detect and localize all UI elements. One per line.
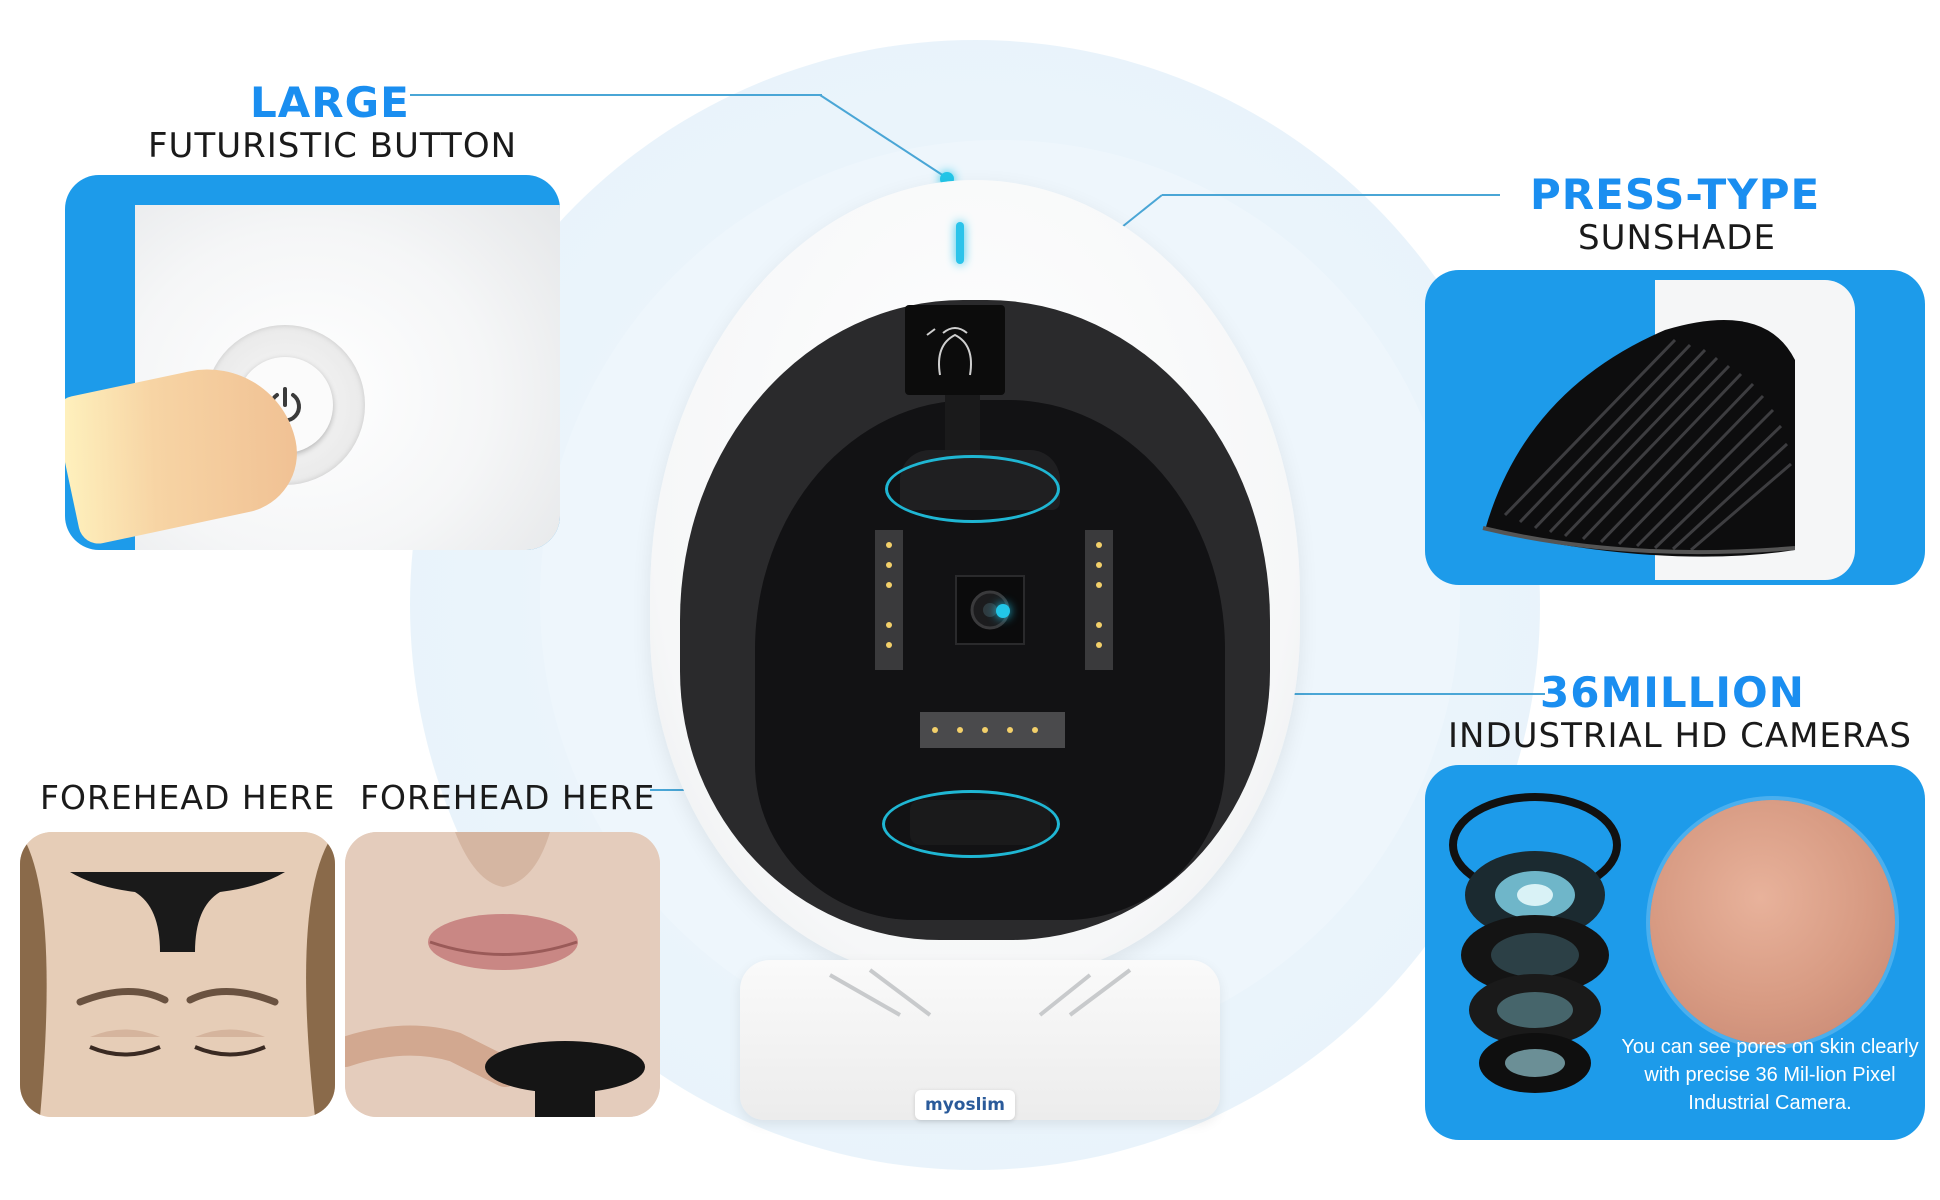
- button-callout-title: LARGE: [250, 78, 410, 127]
- sunshade-icon: [1482, 320, 1795, 557]
- chin-photo-right: [345, 832, 660, 1117]
- connector-button-h: [410, 94, 822, 96]
- forehead-label-left: FOREHEAD HERE: [40, 778, 336, 817]
- face-guide-badge: [905, 305, 1005, 395]
- sunshade-callout-subtitle: SUNSHADE: [1578, 218, 1776, 258]
- camera-center-dot: [996, 604, 1010, 618]
- status-light: [956, 222, 964, 264]
- led-strip-right: [1085, 530, 1113, 670]
- camera-icon: [970, 590, 1010, 630]
- led-strip-bottom: [920, 712, 1065, 748]
- cameras-callout-subtitle: INDUSTRIAL HD CAMERAS: [1448, 716, 1912, 756]
- forehead-label-right: FOREHEAD HERE: [360, 778, 656, 817]
- top-camera-mount: [945, 395, 980, 455]
- connector-button-diagonal: [819, 94, 948, 179]
- button-feature-card: [65, 175, 560, 550]
- sunshade-feature-card: [1425, 270, 1925, 585]
- cameras-caption: You can see pores on skin clearly with p…: [1621, 1036, 1919, 1114]
- face-guide-icon: [926, 327, 972, 376]
- sunshade-callout-title: PRESS-TYPE: [1530, 170, 1821, 219]
- skin-pores-closeup: [1650, 800, 1895, 1045]
- brand-logo: myoslim: [915, 1090, 1015, 1120]
- forehead-rest-marker: [885, 455, 1060, 523]
- chin-rest-icon: [345, 832, 660, 1117]
- stand-struts: [829, 968, 1132, 1017]
- camera-lens-icon: [1449, 793, 1621, 1093]
- button-callout-subtitle: FUTURISTIC BUTTON: [148, 126, 518, 166]
- cameras-feature-card: You can see pores on skin clearly with p…: [1425, 765, 1925, 1140]
- main-camera: [955, 575, 1025, 645]
- forehead-photo-left: [20, 832, 335, 1117]
- led-strip-left: [875, 530, 903, 670]
- face-forehead-rest-icon: [20, 832, 335, 1117]
- cameras-callout-title: 36MILLION: [1540, 668, 1805, 717]
- chin-rest-marker: [882, 790, 1060, 858]
